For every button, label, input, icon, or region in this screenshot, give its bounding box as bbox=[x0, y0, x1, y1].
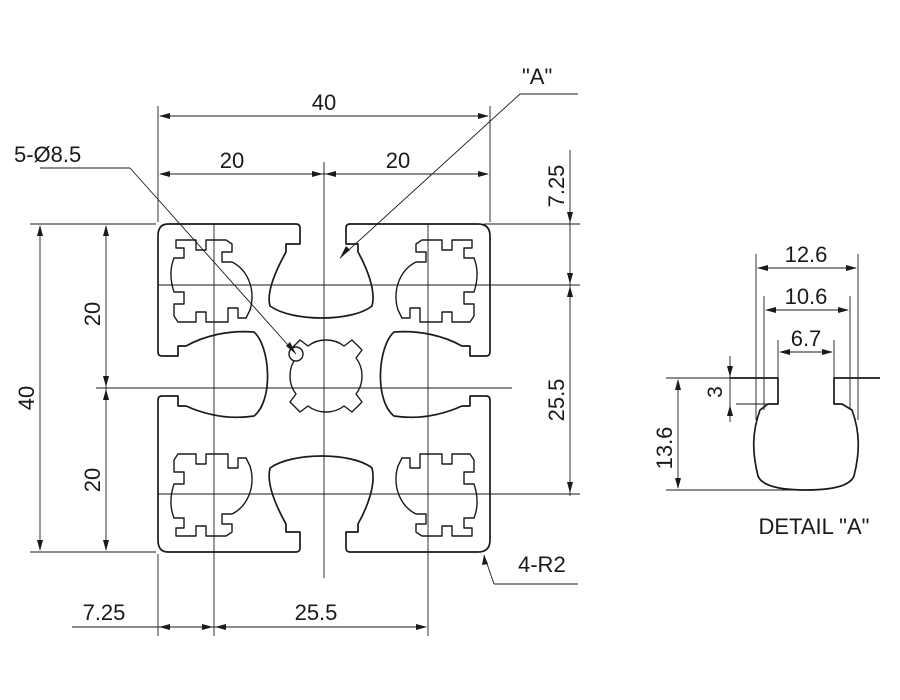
center-lines bbox=[96, 162, 512, 636]
leader-holes: 5-Ø8.5 bbox=[14, 142, 297, 355]
label-overall-width: 40 bbox=[312, 90, 336, 115]
detail-slot-outline bbox=[730, 377, 880, 491]
label-bottom-pitch: 25.5 bbox=[295, 600, 338, 625]
dimension-overall-width: 40 bbox=[157, 90, 491, 222]
dimension-bottom: 7.25 25.5 bbox=[72, 554, 427, 636]
leader-corner-radius: 4-R2 bbox=[482, 552, 578, 585]
label-half-bottom: 20 bbox=[80, 468, 105, 492]
label-overall-height: 40 bbox=[14, 386, 39, 410]
label-detail-depth: 13.6 bbox=[652, 427, 677, 470]
label-right-pitch: 25.5 bbox=[544, 379, 569, 422]
leader-detail-a: "A" bbox=[339, 64, 578, 259]
label-detail-slot-opening: 6.7 bbox=[791, 326, 822, 351]
label-detail-inner-width: 10.6 bbox=[785, 284, 828, 309]
label-half-left: 20 bbox=[220, 148, 244, 173]
dimension-half-heights: 20 20 bbox=[80, 225, 109, 551]
label-holes-note: 5-Ø8.5 bbox=[14, 142, 81, 167]
label-detail-callout: "A" bbox=[522, 64, 552, 89]
dimension-half-widths: 20 20 bbox=[159, 148, 489, 177]
center-hole bbox=[289, 339, 363, 413]
label-corner-radius: 4-R2 bbox=[518, 552, 566, 577]
detail-a-view: 12.6 10.6 6.7 3 13.6 DETAIL "A" bbox=[652, 242, 880, 539]
detail-caption: DETAIL "A" bbox=[759, 514, 870, 539]
label-half-top: 20 bbox=[80, 302, 105, 326]
dimension-right-side: 7.25 25.5 bbox=[484, 150, 580, 496]
label-detail-outer-width: 12.6 bbox=[785, 242, 828, 267]
label-right-top-offset: 7.25 bbox=[544, 165, 569, 208]
dimension-overall-height: 40 bbox=[14, 223, 156, 553]
label-half-right: 20 bbox=[386, 148, 410, 173]
label-bottom-offset: 7.25 bbox=[83, 600, 126, 625]
label-detail-lip: 3 bbox=[704, 386, 727, 398]
